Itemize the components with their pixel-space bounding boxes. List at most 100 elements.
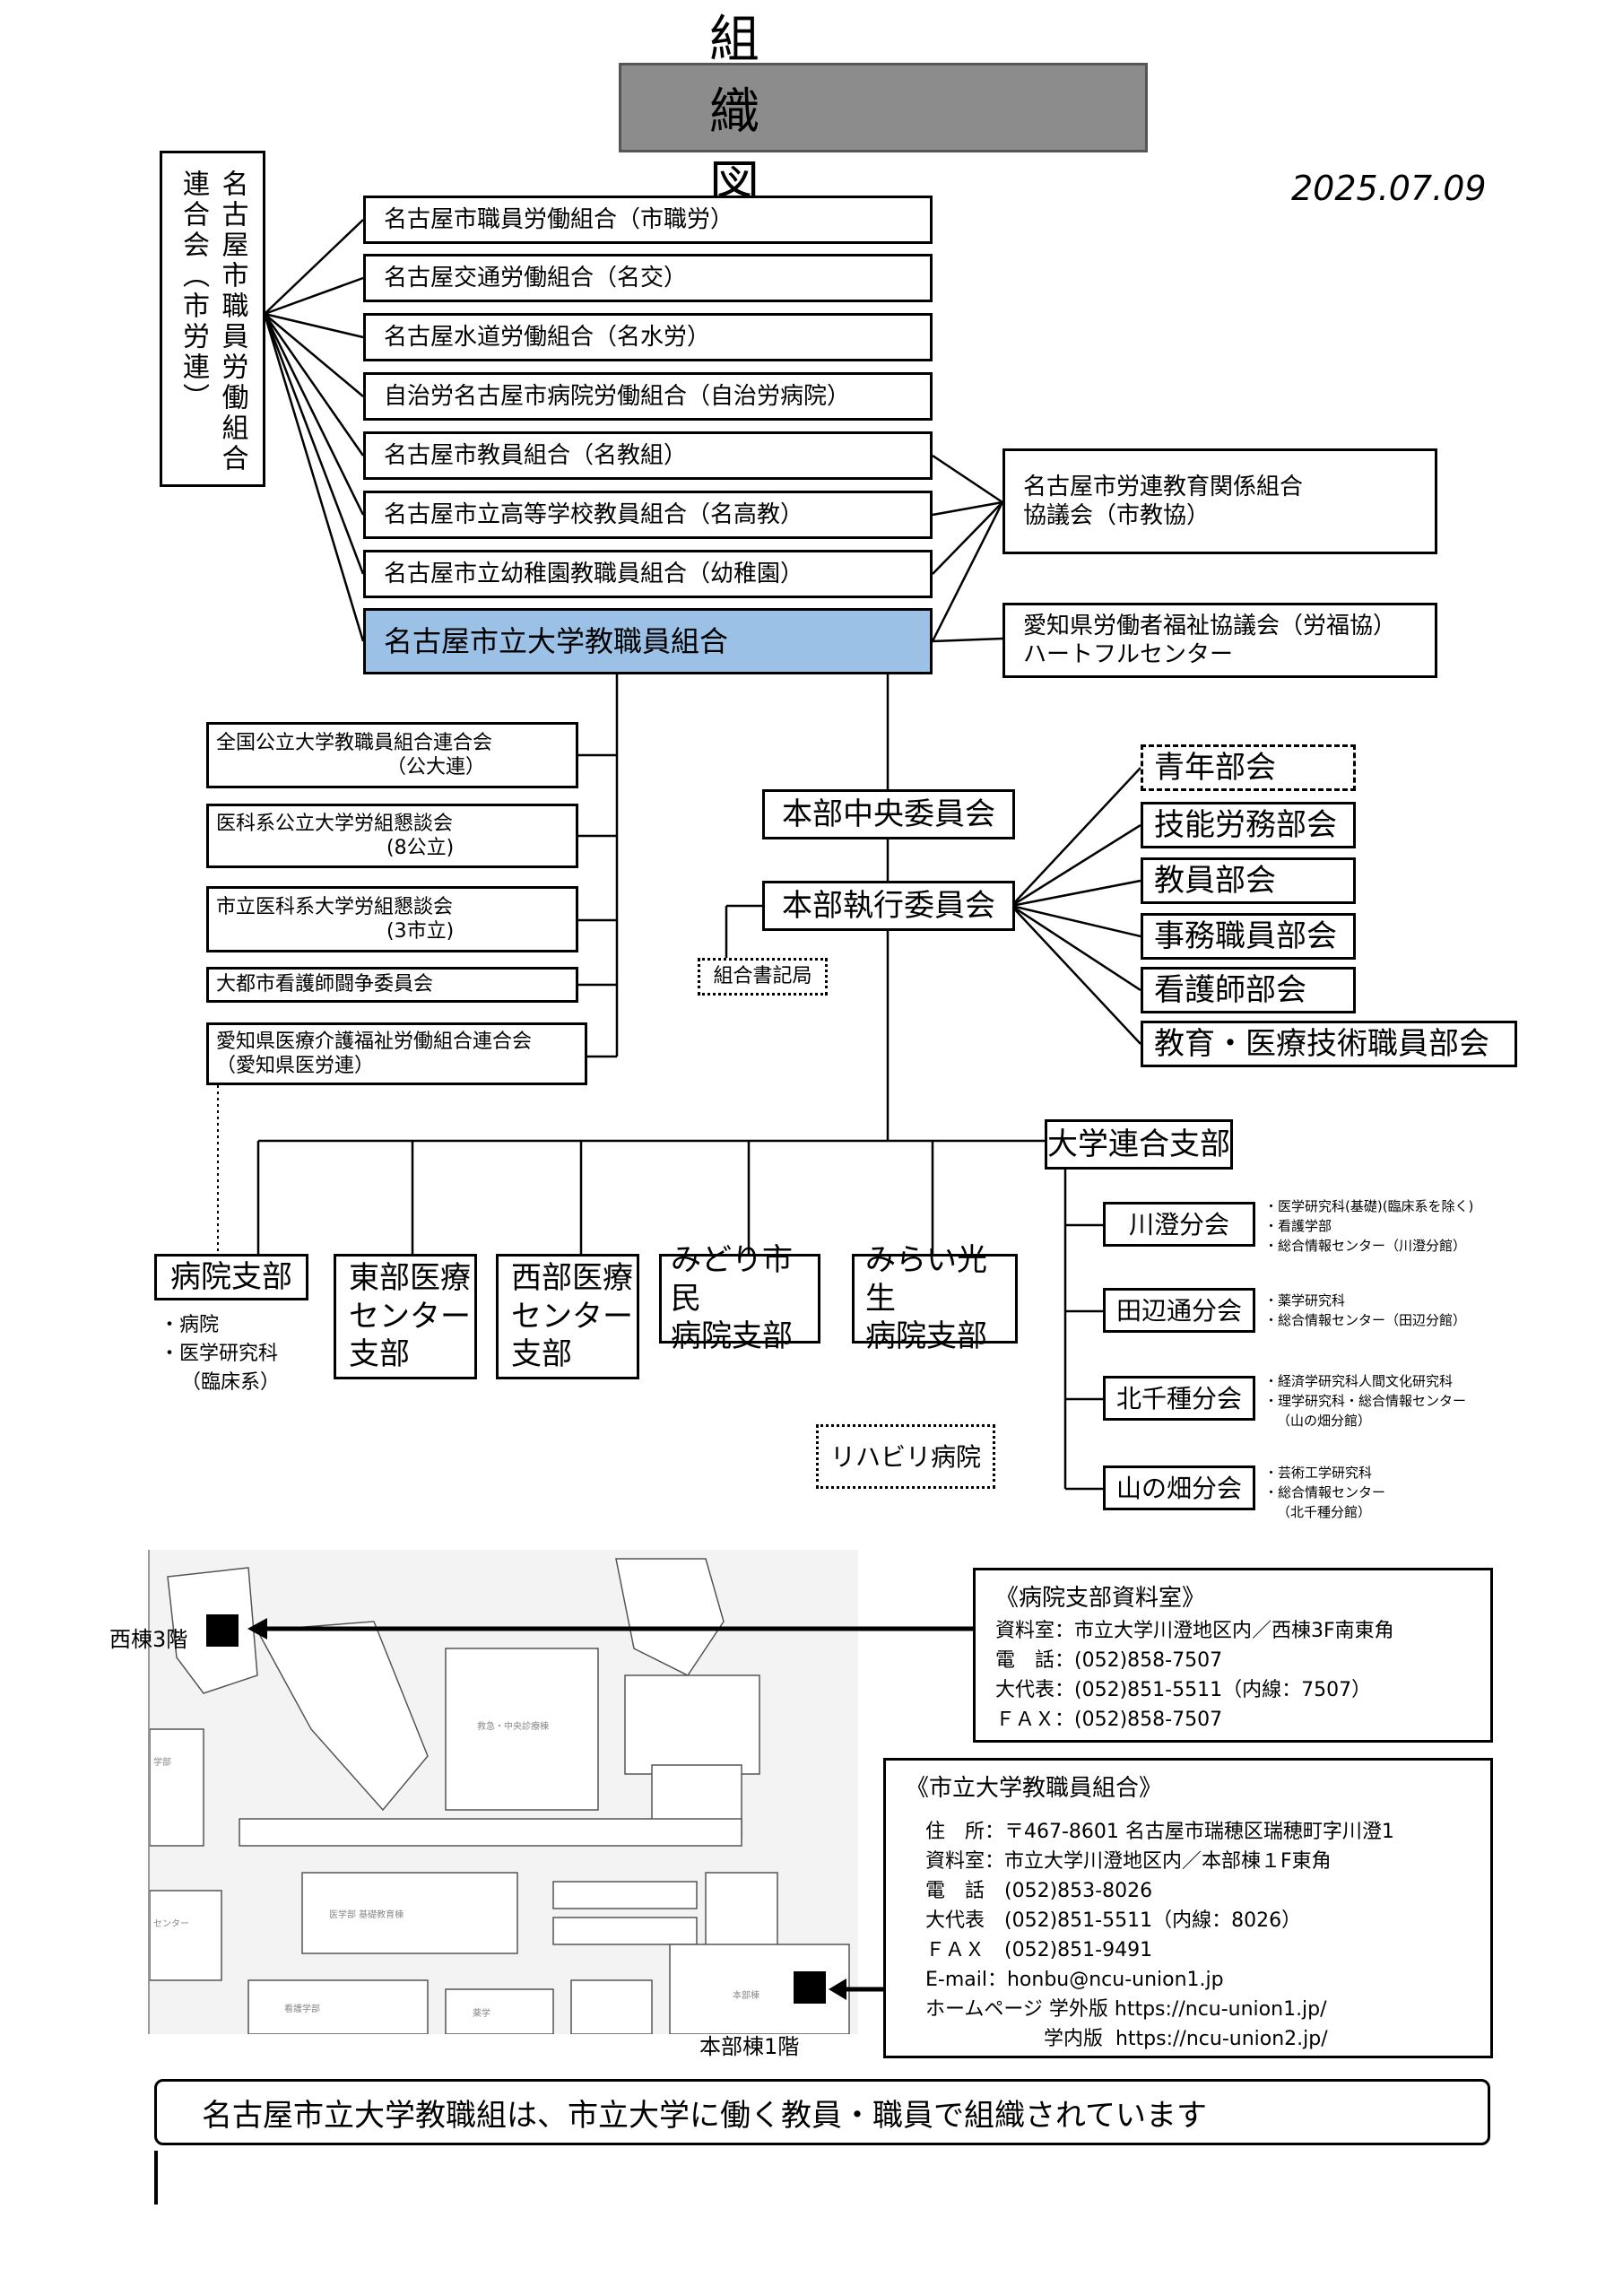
education-council-line: 協議会（市教協）: [1023, 502, 1211, 529]
info-line: 住 所：〒467-8601 名古屋市瑞穂区瑞穂町字川澄1: [925, 1821, 1394, 1843]
external-org-abbr: (8公立): [386, 837, 455, 859]
branch-line: 病院支部: [865, 1318, 987, 1355]
note-line: ・薬学研究科: [1264, 1292, 1346, 1309]
member-union: 名古屋水道労働組合（名水労）: [363, 313, 933, 361]
division-box: 技能労務部会: [1141, 802, 1356, 848]
homepage-link-external[interactable]: ホームページ 学外版 https://ncu-union1.jp/: [925, 1998, 1327, 2021]
division-box: 事務職員部会: [1141, 913, 1356, 960]
map-building-label: 学部: [153, 1756, 171, 1768]
union-office-info: 《市立大学教職員組合》 住 所：〒467-8601 名古屋市瑞穂区瑞穂町字川澄1…: [883, 1758, 1493, 2058]
hospital-office-title: 《病院支部資料室》: [995, 1585, 1206, 1612]
university-branch-box: 大学連合支部: [1045, 1119, 1233, 1170]
branch-line: 病院支部: [671, 1318, 793, 1355]
sub-branch-box: 北千種分会: [1103, 1376, 1255, 1421]
note-line: （北千種分館）: [1277, 1503, 1372, 1520]
branch-line: みらい光生: [865, 1242, 987, 1317]
note-line: ・芸術工学研究科: [1264, 1465, 1373, 1481]
rehab-box: リハビリ病院: [816, 1424, 995, 1489]
info-line: ＦＡＸ (052)851-9491: [925, 1939, 1153, 1961]
main-union-box: 名古屋市立大学教職員組合: [363, 608, 933, 674]
external-org-abbr: （公大連）: [386, 756, 486, 778]
west-office-marker: [206, 1614, 239, 1647]
external-org-box: 愛知県医療介護福祉労働組合連合会 （愛知県医労連）: [206, 1022, 587, 1085]
info-line: 資料室：市立大学川澄地区内／本部棟１F東角: [925, 1850, 1332, 1873]
sub-branch-box: 山の畑分会: [1103, 1465, 1255, 1510]
welfare-council-line: 愛知県労働者福祉協議会（労福協）: [1023, 612, 1397, 639]
central-committee-box: 本部中央委員会: [762, 789, 1015, 839]
external-org-name: 市立医科系大学労組懇談会: [216, 895, 454, 918]
hospital-branch-note: ・病院 ・医学研究科 （臨床系）: [160, 1311, 280, 1397]
branch-box: みらい光生 病院支部: [852, 1242, 1018, 1354]
member-union: 名古屋交通労働組合（名交）: [363, 254, 933, 302]
campus-map: 救急・中央診療棟 医学部 基礎教育棟 看護学部 薬学 本部棟 センター 学部: [148, 1550, 858, 2034]
branch-box: 東部医療 センター 支部: [334, 1254, 477, 1379]
branch-line: 西部医療: [511, 1260, 633, 1297]
external-org-name: 医科系公立大学労組懇談会: [216, 812, 454, 835]
note-line: ・医学研究科(基礎)(臨床系を除く): [1264, 1198, 1474, 1214]
branch-line: 東部医療: [349, 1260, 471, 1297]
external-org-box: 医科系公立大学労組懇談会 (8公立): [206, 804, 578, 868]
member-union: 名古屋市立高等学校教員組合（名高教）: [363, 491, 933, 539]
west-building-label: 西棟3階: [109, 1627, 188, 1652]
sub-branch-notes: ・芸術工学研究科 ・総合情報センター （北千種分館）: [1264, 1464, 1385, 1522]
branch-box: 病院支部: [154, 1254, 308, 1300]
homepage-link-internal[interactable]: 学内版 https://ncu-union2.jp/: [925, 2028, 1328, 2050]
info-line: 大代表：(052)851-5511（内線：7507）: [995, 1679, 1372, 1701]
footer-divider: [154, 2151, 158, 2205]
branch-line: センター: [349, 1298, 471, 1335]
welfare-council-box: 愛知県労働者福祉協議会（労福協） ハートフルセンター: [1002, 603, 1437, 678]
page-title: 組 織 図: [709, 10, 1156, 214]
union-office-title: 《市立大学教職員組合》: [906, 1775, 1163, 1802]
note-line: ・看護学部: [1264, 1217, 1332, 1234]
member-union: 名古屋市職員労働組合（市職労）: [363, 196, 933, 244]
external-org-box: 大都市看護師闘争委員会: [206, 967, 578, 1003]
member-union: 名古屋市立幼稚園教職員組合（幼稚園）: [363, 550, 933, 598]
executive-committee-box: 本部執行委員会: [762, 881, 1015, 931]
branch-box: 西部医療 センター 支部: [496, 1254, 639, 1379]
info-line: 電 話：(052)858-7507: [995, 1649, 1223, 1672]
member-union: 名古屋市教員組合（名教組）: [363, 431, 933, 480]
welfare-council-line: ハートフルセンター: [1023, 641, 1234, 668]
sub-branch-notes: ・経済学研究科人間文化研究科 ・理学研究科・総合情報センター （山の畑分館）: [1264, 1372, 1466, 1431]
email-link[interactable]: E-mail：honbu@ncu-union1.jp: [925, 1969, 1224, 1991]
branch-line: センター: [511, 1298, 633, 1335]
footer-text: 名古屋市立大学教職組は、市立大学に働く教員・職員で組織されています: [202, 2097, 1207, 2134]
federation-box: 名古屋市職員労働組合連合会（市労連）: [160, 151, 265, 487]
arrow-left-icon: [829, 1979, 846, 2000]
note-line: （臨床系）: [181, 1370, 281, 1394]
map-building-label: 救急・中央診療棟: [477, 1720, 549, 1732]
honbu-office-marker: [794, 1971, 826, 2004]
info-line: 資料室：市立大学川澄地区内／西棟3F南東角: [995, 1620, 1394, 1642]
map-building-label: センター: [153, 1918, 189, 1929]
branch-line: 支部: [511, 1336, 572, 1373]
map-drawing: 救急・中央診療棟 医学部 基礎教育棟 看護学部 薬学 本部棟 センター 学部: [150, 1558, 850, 2034]
map-building-label: 本部棟: [733, 1989, 759, 2001]
external-org-box: 全国公立大学教職員組合連合会 （公大連）: [206, 722, 578, 788]
branch-box: みどり市民 病院支部: [659, 1242, 820, 1354]
external-org-abbr: （愛知県医労連）: [216, 1055, 375, 1077]
external-org-box: 市立医科系大学労組懇談会 (3市立): [206, 886, 578, 952]
branch-line: みどり市民: [671, 1242, 793, 1317]
education-council-line: 名古屋市労連教育関係組合: [1023, 473, 1304, 500]
note-line: ・総合情報センター（川澄分館）: [1264, 1237, 1467, 1254]
info-line: ＦＡＸ：(052)858-7507: [995, 1709, 1223, 1731]
info-line: 電 話 (052)853-8026: [925, 1880, 1153, 1902]
note-line: ・医学研究科: [160, 1342, 279, 1365]
honbu-building-label: 本部棟1階: [699, 2034, 800, 2059]
external-org-name: 愛知県医療介護福祉労働組合連合会: [216, 1030, 533, 1053]
note-line: ・総合情報センター（田辺分館）: [1264, 1311, 1467, 1328]
map-building-label: 看護学部: [284, 2003, 320, 2014]
note-line: ・理学研究科・総合情報センター: [1264, 1392, 1467, 1409]
sub-branch-notes: ・医学研究科(基礎)(臨床系を除く) ・看護学部 ・総合情報センター（川澄分館）: [1264, 1197, 1473, 1256]
note-line: ・病院: [160, 1314, 220, 1336]
branch-line: 支部: [349, 1336, 410, 1373]
external-org-abbr: (3市立): [386, 920, 455, 943]
division-box: 看護師部会: [1141, 967, 1356, 1013]
sub-branch-notes: ・薬学研究科 ・総合情報センター（田辺分館）: [1264, 1292, 1466, 1331]
info-line: 大代表 (052)851-5511（内線：8026）: [925, 1909, 1302, 1932]
title-banner: 組 織 図: [619, 11, 1148, 214]
footer-banner: 名古屋市立大学教職組は、市立大学に働く教員・職員で組織されています: [154, 2079, 1490, 2145]
